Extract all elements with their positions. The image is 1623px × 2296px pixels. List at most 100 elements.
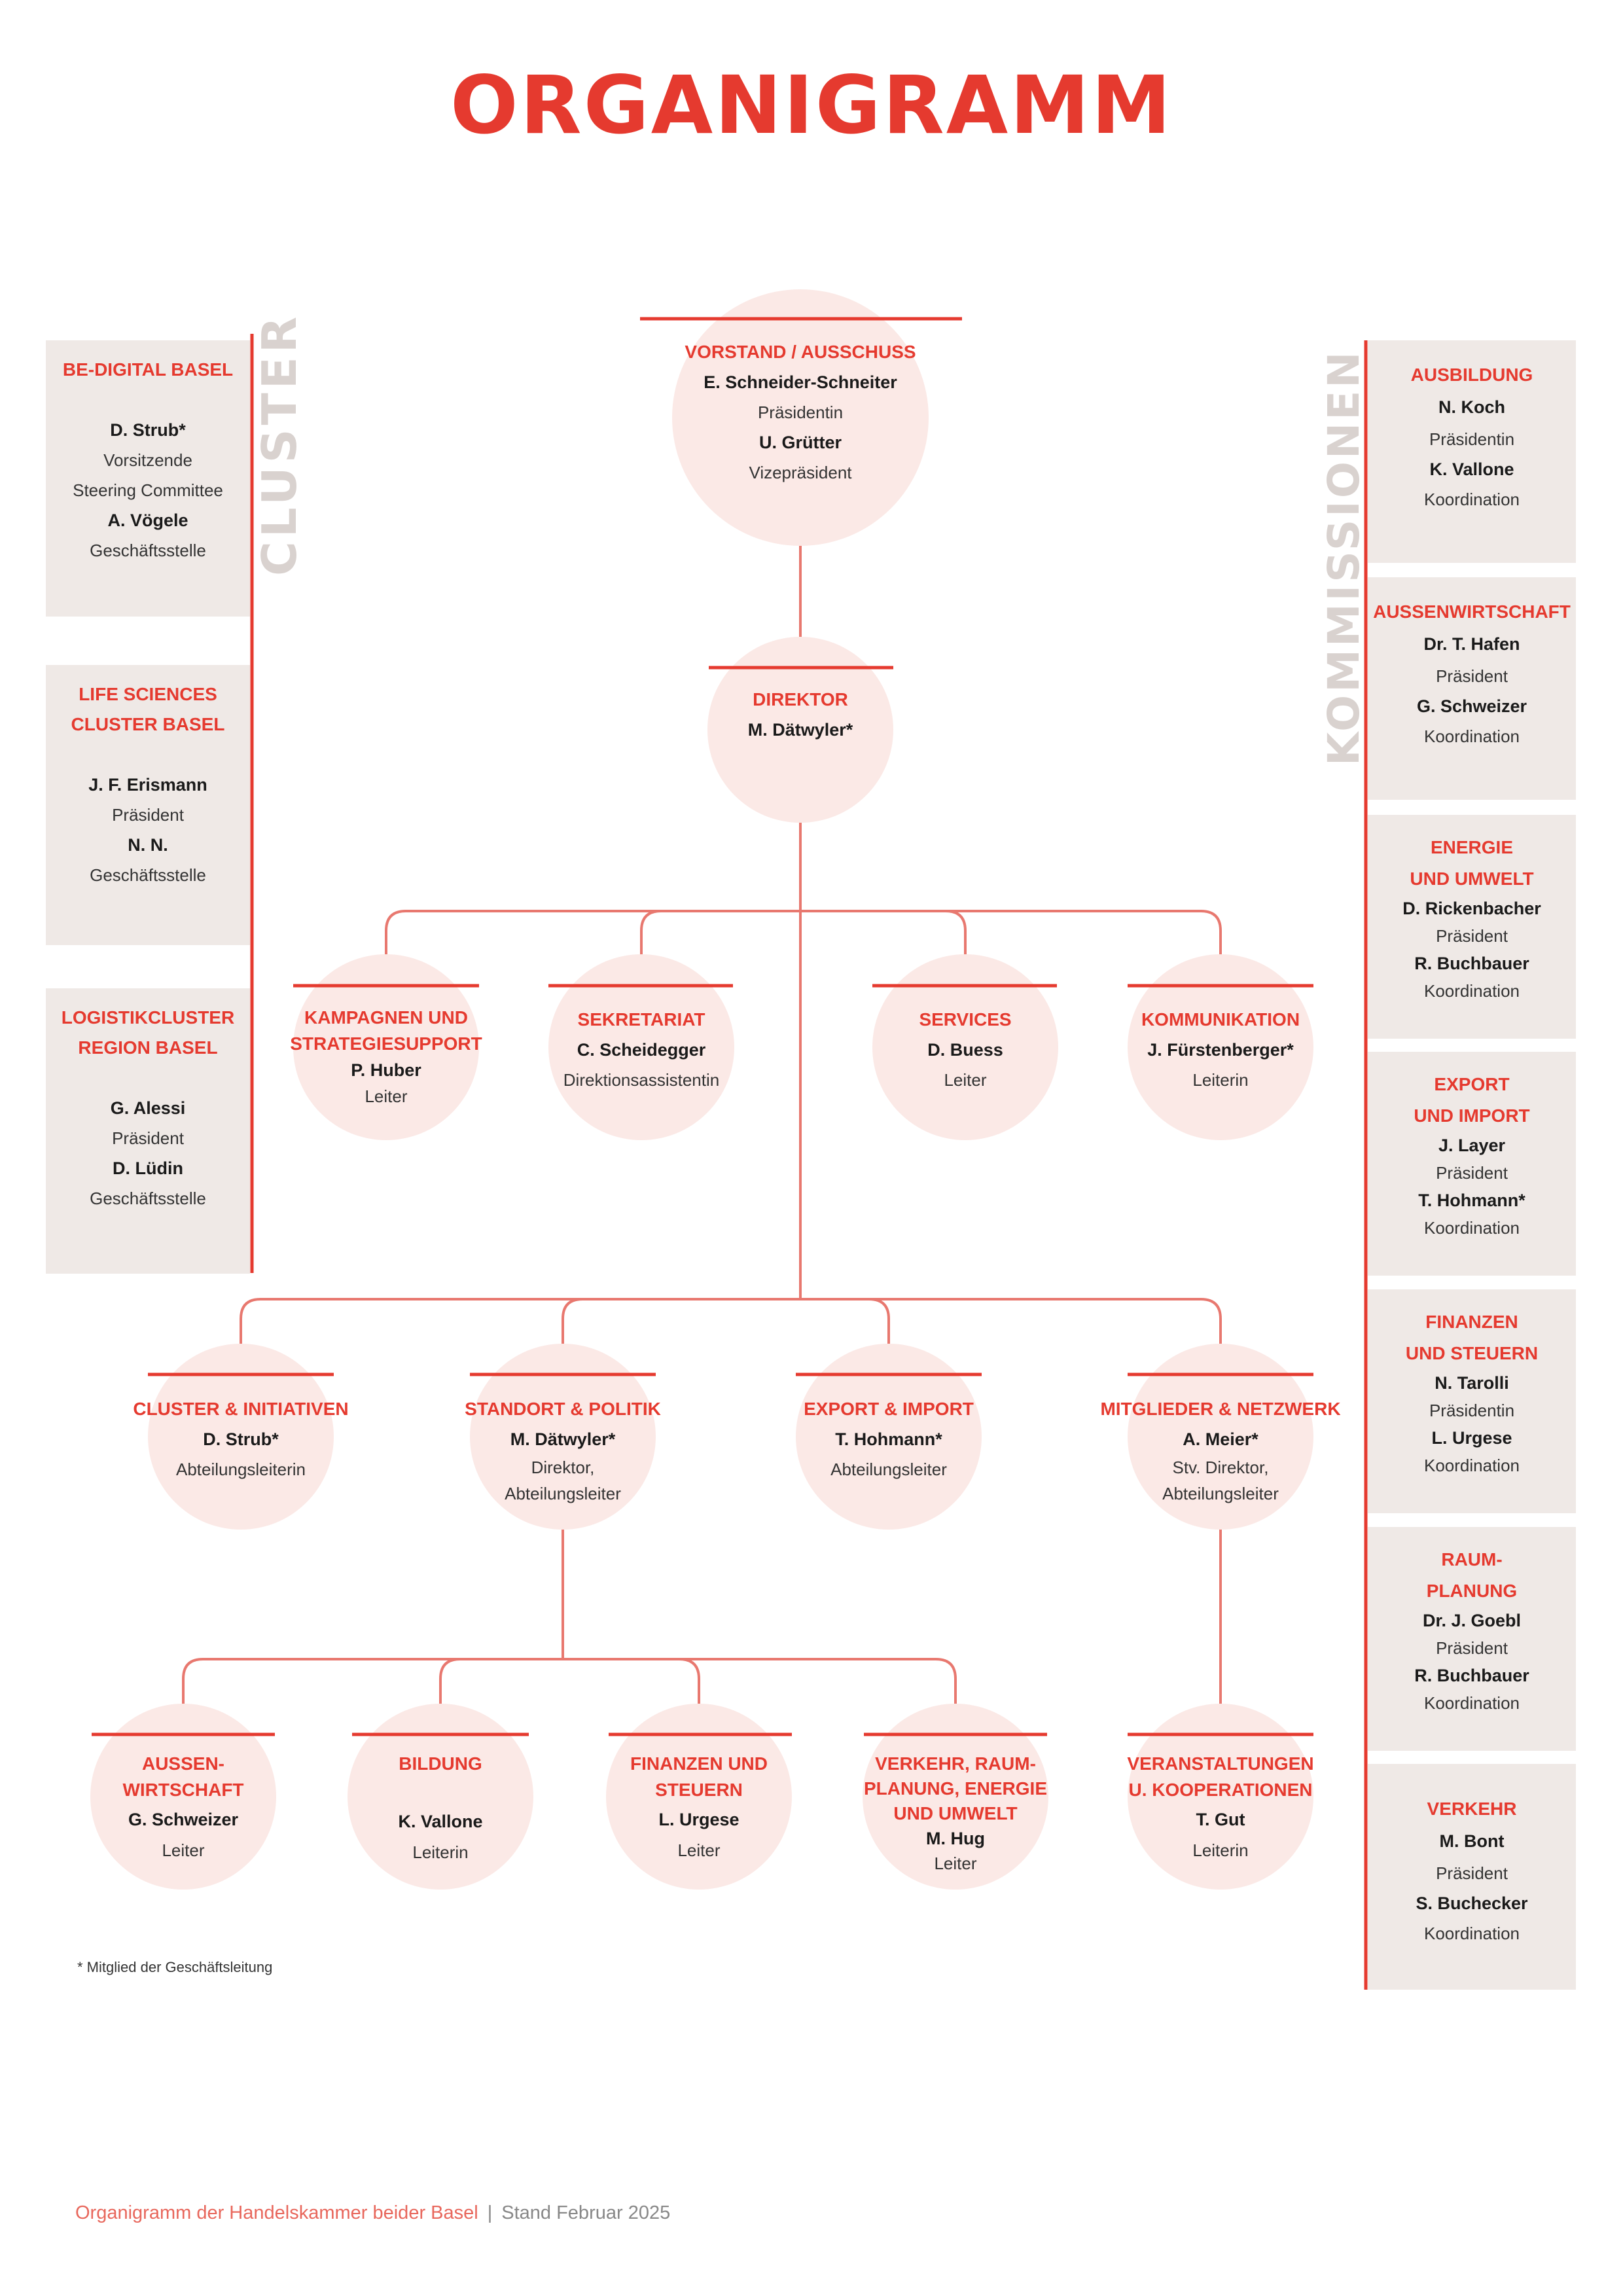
cluster-role: Geschäftsstelle	[90, 865, 206, 885]
cluster-role: Präsident	[112, 805, 184, 825]
cluster-person-name: G. Alessi	[110, 1098, 186, 1118]
node-cluster-initiativen: CLUSTER & INITIATIVEN D. Strub* Abteilun…	[123, 1394, 359, 1484]
node-title: FINANZEN UND	[630, 1753, 768, 1774]
node-role: Leiter	[934, 1854, 977, 1873]
node-role: Leiterin	[1192, 1840, 1249, 1860]
cluster-title: REGION BASEL	[78, 1037, 218, 1058]
node-role: Direktor,	[531, 1458, 595, 1477]
commission-person-name: Dr. J. Goebl	[1422, 1611, 1522, 1630]
node-title: VERKEHR, RAUM-	[875, 1753, 1036, 1774]
cluster-role: Geschäftsstelle	[90, 541, 206, 560]
commission-person-name: G. Schweizer	[1416, 696, 1527, 716]
node-title: VERANSTALTUNGEN	[1127, 1753, 1314, 1774]
cluster-title: CLUSTER BASEL	[71, 714, 225, 734]
node-title: U. KOOPERATIONEN	[1128, 1780, 1313, 1800]
node-person-name: M. Hug	[926, 1829, 985, 1848]
node-role: Leiterin	[1192, 1070, 1249, 1090]
node-person-name: T. Hohmann*	[835, 1429, 942, 1449]
commission-title: EXPORT	[1434, 1074, 1510, 1094]
cluster-box-be-digital: BE-DIGITAL BASEL D. Strub* Vorsitzende S…	[46, 340, 250, 617]
commission-title: UND UMWELT	[1410, 869, 1534, 889]
node-person-name: M. Dätwyler*	[747, 720, 853, 740]
commission-person-name: J. Layer	[1438, 1136, 1506, 1155]
commission-title: ENERGIE	[1430, 837, 1514, 857]
node-title: STEUERN	[655, 1780, 743, 1800]
node-title: KOMMUNIKATION	[1141, 1009, 1300, 1030]
cluster-role: Vorsitzende	[103, 450, 192, 470]
node-person-name: D. Buess	[927, 1040, 1003, 1060]
commission-box-ausbildung: AUSBILDUNG N. Koch Präsidentin K. Vallon…	[1368, 340, 1576, 563]
node-title: STANDORT & POLITIK	[465, 1399, 661, 1419]
cluster-title: BE-DIGITAL BASEL	[62, 359, 234, 380]
commission-title: AUSBILDUNG	[1410, 365, 1533, 385]
commission-person-name: S. Buchecker	[1416, 1893, 1528, 1913]
node-title: BILDUNG	[399, 1753, 482, 1774]
commission-title: AUSSENWIRTSCHAFT	[1373, 601, 1571, 622]
node-sekretariat: SEKRETARIAT C. Scheidegger Direktionsass…	[537, 1005, 746, 1095]
commission-title: RAUM-	[1441, 1549, 1503, 1570]
cluster-box-logistik: LOGISTIKCLUSTER REGION BASEL G. Alessi P…	[46, 988, 250, 1274]
footer-org-name: Organigramm der Handelskammer beider Bas…	[75, 2202, 478, 2223]
footer-date: Stand Februar 2025	[501, 2202, 671, 2223]
node-role: Leiterin	[412, 1842, 469, 1862]
node-person-name: A. Meier*	[1183, 1429, 1258, 1449]
node-title: PLANUNG, ENERGIE	[863, 1778, 1048, 1799]
node-person-name: M. Dätwyler*	[510, 1429, 616, 1449]
cluster-role: Geschäftsstelle	[90, 1189, 206, 1208]
node-title: WIRTSCHAFT	[122, 1780, 244, 1800]
node-export-import: EXPORT & IMPORT T. Hohmann* Abteilungsle…	[771, 1394, 1007, 1484]
node-role: Leiter	[944, 1070, 987, 1090]
node-title: SEKRETARIAT	[577, 1009, 705, 1030]
footer-separator: |	[487, 2202, 493, 2223]
commission-person-name: Dr. T. Hafen	[1423, 634, 1520, 654]
commission-person-name: R. Buchbauer	[1414, 1666, 1529, 1685]
footnote: * Mitglied der Geschäftsleitung	[77, 1959, 273, 1975]
node-kommunikation: KOMMUNIKATION J. Fürstenberger* Leiterin	[1116, 1005, 1325, 1095]
cluster-role: Steering Committee	[73, 480, 223, 500]
cluster-person-name: N. N.	[128, 835, 168, 855]
cluster-person-name: D. Lüdin	[113, 1158, 183, 1178]
node-title: MITGLIEDER & NETZWERK	[1100, 1399, 1341, 1419]
node-veranstaltungen: VERANSTALTUNGEN U. KOOPERATIONEN T. Gut …	[1113, 1751, 1329, 1865]
commission-person-name: N. Koch	[1438, 397, 1505, 417]
node-title: EXPORT & IMPORT	[804, 1399, 974, 1419]
node-verkehr-raumplanung: VERKEHR, RAUM- PLANUNG, ENERGIE UND UMWE…	[851, 1751, 1060, 1876]
commission-role: Koordination	[1424, 726, 1520, 746]
node-role: Leiter	[162, 1840, 205, 1860]
commission-person-name: M. Bont	[1439, 1831, 1505, 1851]
footer: Organigramm der Handelskammer beider Bas…	[75, 2202, 670, 2224]
commission-box-finanzen-steuern: FINANZEN UND STEUERN N. Tarolli Präsiden…	[1368, 1289, 1576, 1513]
node-person-name: L. Urgese	[658, 1810, 740, 1829]
commission-person-name: R. Buchbauer	[1414, 954, 1529, 973]
node-role: Präsidentin	[757, 403, 844, 422]
node-role: Abteilungsleiter	[505, 1484, 621, 1503]
node-title: KAMPAGNEN UND	[304, 1007, 468, 1028]
node-bildung: BILDUNG K. Vallone Leiterin	[339, 1751, 542, 1869]
node-person-name: T. Gut	[1196, 1810, 1245, 1829]
commission-box-export-import: EXPORT UND IMPORT J. Layer Präsident T. …	[1368, 1052, 1576, 1276]
commission-person-name: N. Tarolli	[1435, 1373, 1509, 1393]
node-role: Leiter	[677, 1840, 721, 1860]
commission-role: Präsident	[1436, 1863, 1508, 1883]
cluster-person-name: J. F. Erismann	[88, 775, 207, 795]
node-role: Abteilungsleiter	[830, 1460, 947, 1479]
commission-title: UND STEUERN	[1405, 1343, 1539, 1363]
commission-title: PLANUNG	[1426, 1581, 1518, 1601]
node-person-name: U. Grütter	[758, 433, 842, 452]
cluster-title: LOGISTIKCLUSTER	[61, 1007, 235, 1028]
commission-person-name: T. Hohmann*	[1418, 1191, 1525, 1210]
commission-role: Präsident	[1436, 1638, 1508, 1658]
node-title: DIREKTOR	[753, 689, 848, 709]
cluster-vertical-label: CLUSTER	[252, 312, 307, 576]
commission-box-energie-umwelt: ENERGIE UND UMWELT D. Rickenbacher Präsi…	[1368, 815, 1576, 1039]
node-title: CLUSTER & INITIATIVEN	[133, 1399, 349, 1419]
node-vorstand: VORSTAND / AUSSCHUSS E. Schneider-Schnei…	[640, 337, 961, 488]
node-title: AUSSEN-	[141, 1753, 224, 1774]
node-mitglieder-netzwerk: MITGLIEDER & NETZWERK A. Meier* Stv. Dir…	[1090, 1394, 1351, 1507]
node-title: STRATEGIESUPPORT	[290, 1033, 482, 1054]
node-role: Vizepräsident	[749, 463, 852, 482]
node-services: SERVICES D. Buess Leiter	[861, 1005, 1070, 1095]
commission-role: Präsidentin	[1429, 1401, 1515, 1420]
commission-title: VERKEHR	[1427, 1799, 1517, 1819]
